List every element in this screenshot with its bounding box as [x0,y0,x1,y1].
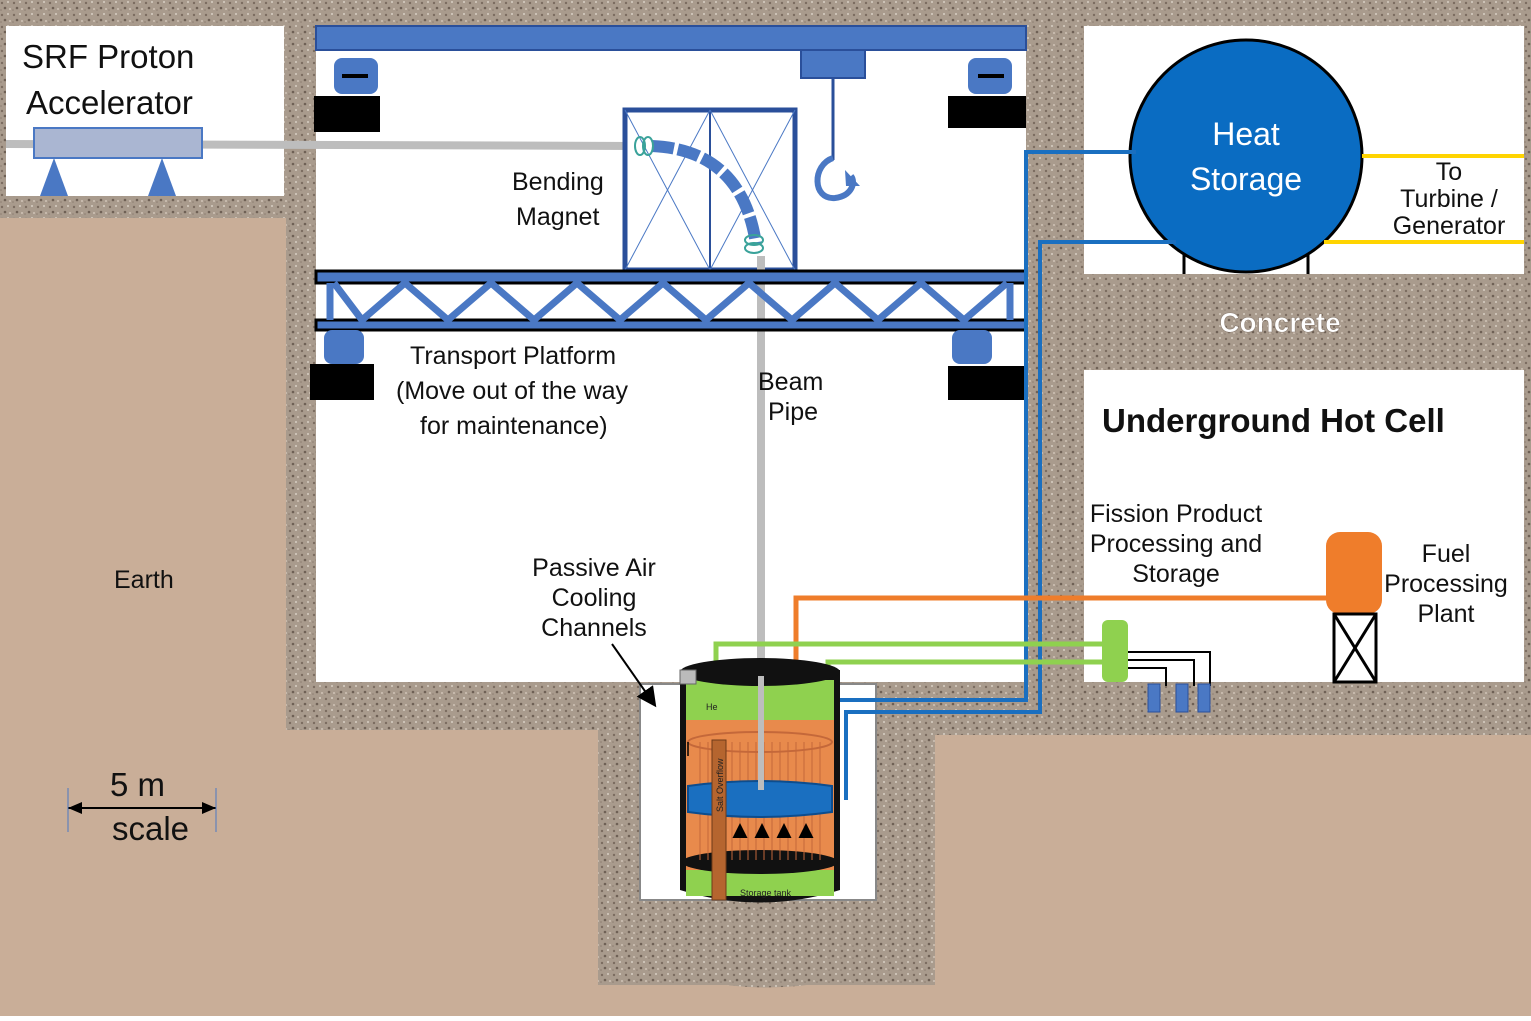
cooling-pointer-arrow [611,643,657,708]
fission-product-tank [1102,620,1211,713]
cooling-label-line1: Passive Air [532,554,656,582]
fission-label-line2: Processing and [1090,530,1262,558]
crane-trolley [800,49,866,79]
crane-hook-tip [845,170,860,186]
accelerator-label-line1: SRF Proton [22,38,194,75]
helium-label: He [706,702,718,712]
turbine-label-line2: Turbine / [1400,185,1498,213]
scale-bar [67,788,217,832]
turbine-label-line3: Generator [1393,212,1506,240]
earth-bottom [598,985,938,1016]
crane-rail [315,25,1027,51]
platform-wheel-right [948,330,1026,400]
fuel-processing-tank [1326,532,1382,684]
bending-magnet-label-line2: Magnet [516,203,599,231]
fuel-label-line2: Processing [1384,570,1508,598]
accelerator-support-left [40,158,68,196]
turbine-label-line1: To [1436,158,1462,186]
pipe-blue-lower [844,240,1176,800]
fuel-label-line3: Plant [1418,600,1475,628]
beam-pipe-label-line2: Pipe [768,398,818,426]
transport-label-line3: for maintenance) [420,412,608,440]
fission-label-line1: Fission Product [1090,500,1262,528]
scale-label-line2: scale [112,810,189,847]
bending-magnet [622,107,798,273]
storage-tank-label: Storage tank [740,888,792,898]
salt-overflow-label: Salt Overflow [715,758,725,812]
concrete-label: Concrete [1219,307,1340,338]
reactor-vessel [679,658,840,903]
earth-ground-right [935,735,1531,1016]
heat-storage-tank [1128,38,1364,274]
transport-platform [314,269,1028,332]
earth-label: Earth [114,566,174,594]
pipe-orange [793,595,1326,672]
beam-pipe-label-line1: Beam [758,368,823,396]
cooling-label-line3: Channels [541,614,647,642]
cooling-label-line2: Cooling [552,584,637,612]
transport-label-line2: (Move out of the way [396,377,629,405]
bending-magnet-label-line1: Bending [512,168,604,196]
accelerator-support-right [148,158,176,196]
heat-storage-label-line1: Heat [1212,116,1280,152]
crane-end-truck-left [314,58,380,132]
fission-label-line3: Storage [1132,560,1220,588]
accelerator-label-line2: Accelerator [26,84,193,121]
fuel-label-line1: Fuel [1422,540,1471,568]
transport-label-line1: Transport Platform [410,342,616,370]
earth-ground [0,218,598,1016]
platform-wheel-left [310,330,374,400]
accelerator-body [33,127,203,159]
hot-cell-room [1084,370,1524,682]
crane-end-truck-right [948,58,1026,128]
hot-cell-label: Underground Hot Cell [1102,402,1445,439]
heat-storage-label-line2: Storage [1190,161,1302,197]
scale-label-line1: 5 m [110,766,165,803]
